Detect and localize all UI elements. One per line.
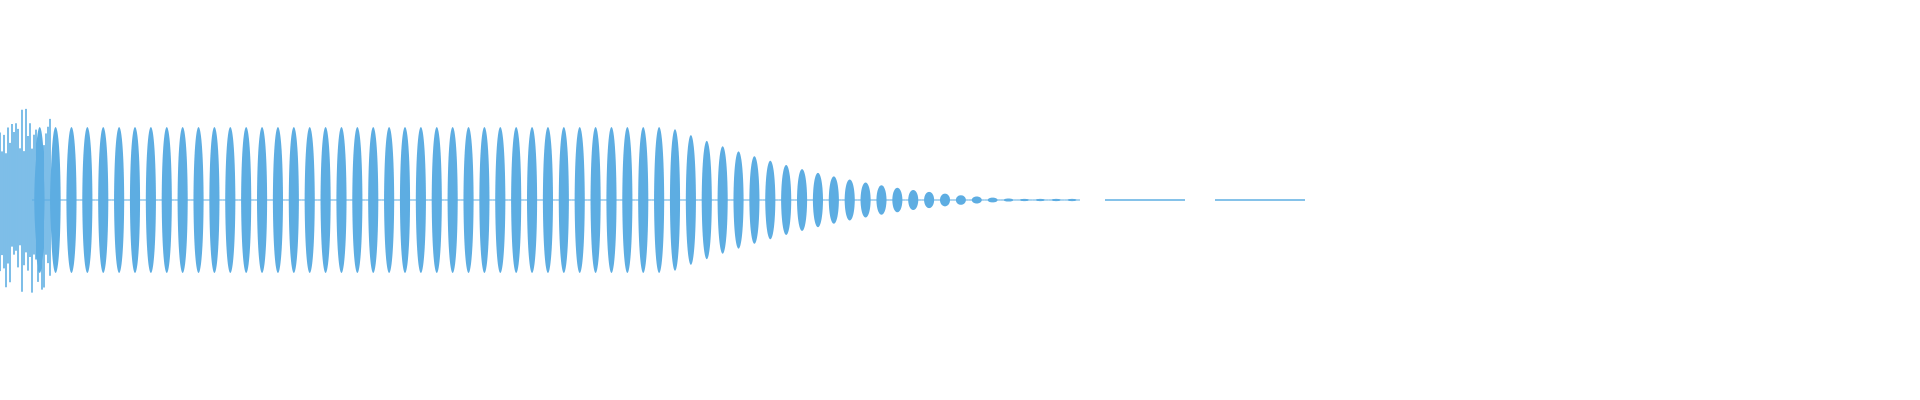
waveform-layer [0, 108, 1305, 293]
